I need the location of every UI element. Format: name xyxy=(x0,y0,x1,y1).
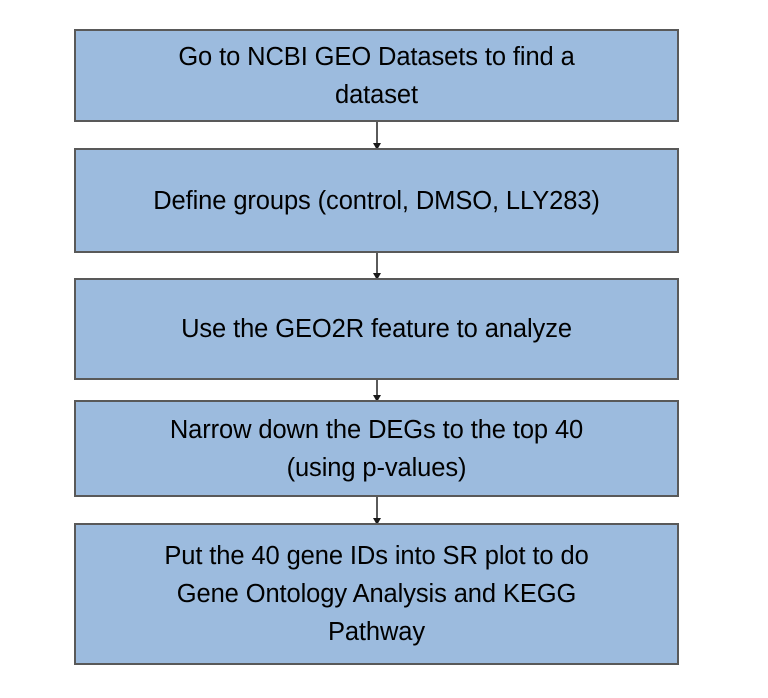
arrow-down-icon xyxy=(373,518,381,525)
arrow-down-icon xyxy=(373,395,381,402)
flowchart-node-step-1: Go to NCBI GEO Datasets to find a datase… xyxy=(74,29,679,122)
flowchart-node-label: Put the 40 gene IDs into SR plot to do G… xyxy=(164,542,589,646)
flowchart-connector-4-5 xyxy=(373,497,381,525)
flowchart-node-label: Use the GEO2R feature to analyze xyxy=(181,315,572,343)
flowchart-node-label: Narrow down the DEGs to the top 40 (usin… xyxy=(169,415,584,482)
flowchart-node-step-2: Define groups (control, DMSO, LLY283) xyxy=(74,148,679,253)
flowchart-node-label: Define groups (control, DMSO, LLY283) xyxy=(153,186,600,215)
flowchart-connector-1-2 xyxy=(373,122,381,150)
flowchart-connector-3-4 xyxy=(373,380,381,402)
flowchart-node-step-4: Narrow down the DEGs to the top 40 (usin… xyxy=(74,400,679,497)
flowchart-node-step-3: Use the GEO2R feature to analyze xyxy=(74,278,679,380)
connector-line xyxy=(376,122,378,149)
arrow-down-icon xyxy=(373,143,381,150)
flowchart-node-step-5: Put the 40 gene IDs into SR plot to do G… xyxy=(74,523,679,665)
flowchart-connector-2-3 xyxy=(373,253,381,280)
connector-line xyxy=(376,497,378,524)
connector-line xyxy=(376,253,378,279)
flowchart-node-label: Go to NCBI GEO Datasets to find a datase… xyxy=(178,42,575,109)
connector-line xyxy=(376,380,378,401)
arrow-down-icon xyxy=(373,273,381,280)
